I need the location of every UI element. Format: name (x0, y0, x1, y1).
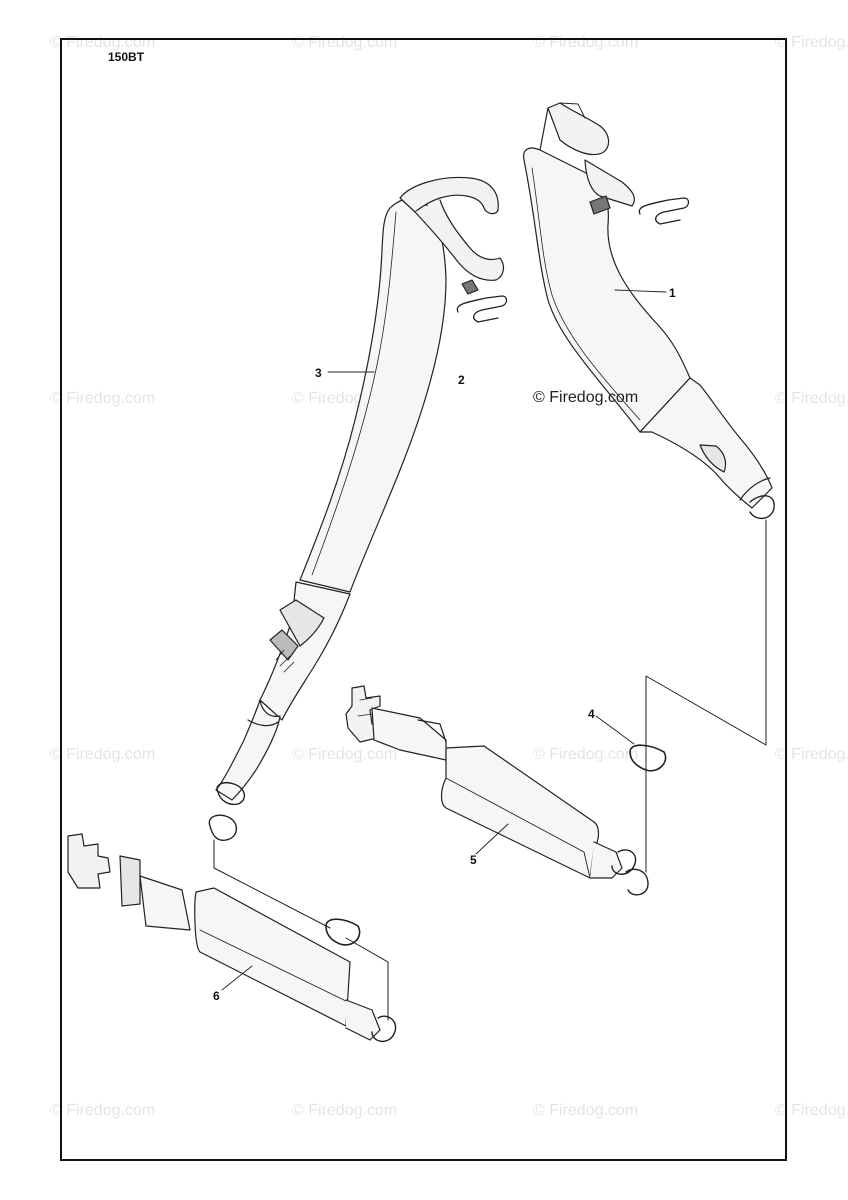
watermark: © Firedog.com (775, 34, 848, 51)
watermark: © Firedog.com (50, 746, 156, 763)
watermark: © Firedog.com (533, 746, 639, 763)
callout-6: 6 (213, 989, 220, 1003)
callout-4: 4 (588, 707, 595, 721)
part-3-shoulder-strap (208, 176, 508, 841)
callout-3: 3 (315, 366, 322, 380)
part-1-shoulder-pad (523, 102, 775, 519)
part-4-ring (629, 744, 667, 772)
watermark: © Firedog.com (292, 746, 398, 763)
model-label: 150BT (108, 50, 145, 64)
part-5-hip-pad (345, 685, 649, 896)
callout-1: 1 (669, 286, 676, 300)
diagram-frame (60, 38, 787, 1161)
watermark: © Firedog.com (775, 746, 848, 763)
watermark: © Firedog.com (775, 1102, 848, 1119)
watermark: © Firedog.com (775, 390, 848, 407)
part-6-lower-pad (67, 833, 397, 1042)
assembly-lines (213, 519, 767, 1021)
center-watermark: © Firedog.com (533, 389, 639, 406)
callout-2: 2 (458, 373, 465, 387)
watermark: © Firedog.com (292, 1102, 398, 1119)
leader-lines (221, 289, 667, 991)
watermark: © Firedog.com (533, 1102, 639, 1119)
callout-5: 5 (470, 853, 477, 867)
watermark: © Firedog.com (50, 1102, 156, 1119)
watermark: © Firedog.com (50, 390, 156, 407)
